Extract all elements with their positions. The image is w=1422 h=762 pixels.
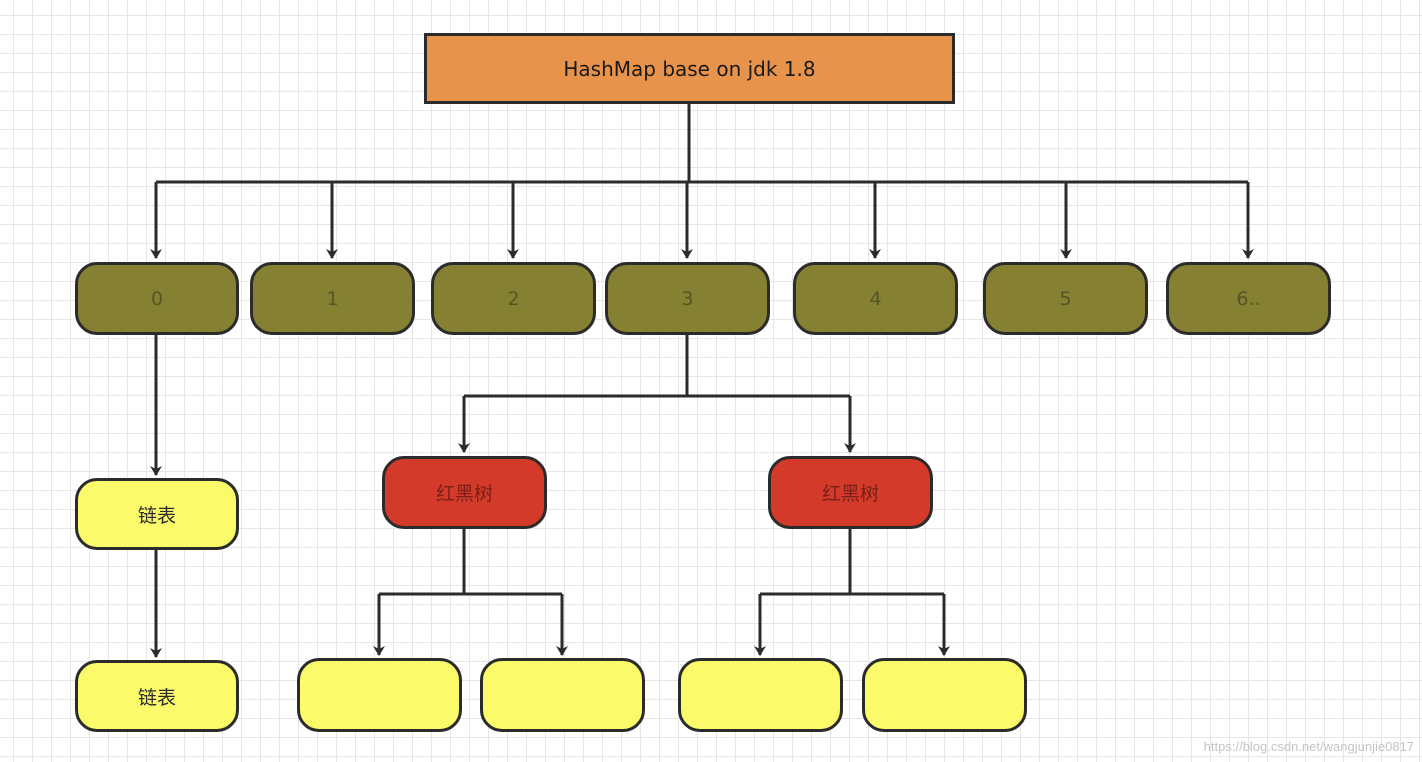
- tree-leaf-node-1: [297, 658, 462, 732]
- bucket-label: 6..: [1236, 287, 1261, 310]
- bucket-label: 0: [150, 287, 164, 310]
- red-black-tree-node-2: 红黑树: [768, 456, 933, 529]
- linked-list-node-1: 链表: [75, 478, 239, 550]
- bucket-label: 5: [1059, 287, 1072, 310]
- bucket-0: 0: [75, 262, 239, 335]
- red-black-tree-label: 红黑树: [821, 483, 879, 505]
- watermark: https://blog.csdn.net/wangjunjie0817: [1203, 739, 1414, 754]
- bucket-2: 2: [431, 262, 596, 335]
- bucket-5: 5: [983, 262, 1148, 335]
- root-node: HashMap base on jdk 1.8: [424, 33, 955, 104]
- tree-leaf-node-4: [862, 658, 1027, 732]
- red-black-tree-label: 红黑树: [435, 483, 493, 505]
- bucket-label: 1: [326, 287, 339, 310]
- bucket-label: 3: [681, 287, 694, 310]
- linked-list-label: 链表: [137, 504, 176, 527]
- bucket-4: 4: [793, 262, 958, 335]
- bucket-6: 6..: [1166, 262, 1331, 335]
- root-label: HashMap base on jdk 1.8: [563, 56, 816, 81]
- red-black-tree-node-1: 红黑树: [382, 456, 547, 529]
- bucket-label: 4: [869, 287, 882, 310]
- tree-leaf-node-2: [480, 658, 645, 732]
- bucket-3: 3: [605, 262, 770, 335]
- linked-list-label: 链表: [137, 686, 176, 709]
- bucket-label: 2: [507, 287, 520, 310]
- linked-list-node-2: 链表: [75, 660, 239, 732]
- tree-leaf-node-3: [678, 658, 843, 732]
- bucket-1: 1: [250, 262, 415, 335]
